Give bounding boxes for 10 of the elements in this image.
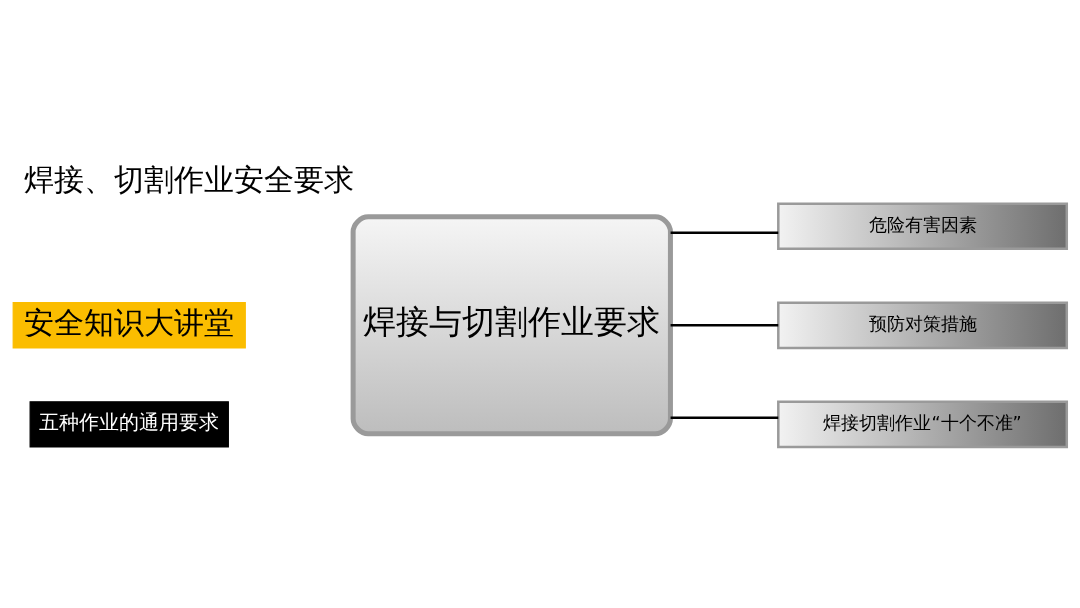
node-box: 焊接切割作业“十个不准” <box>777 400 1069 449</box>
node-box: 预防对策措施 <box>777 301 1069 350</box>
node-box: 焊接与切割作业要求 <box>350 214 673 437</box>
label: 五种作业的通用要求 <box>39 410 220 435</box>
diagram-title: 焊接、切割作业安全要求 <box>24 162 355 198</box>
label: 安全知识大讲堂 <box>24 305 235 341</box>
connector <box>670 416 779 420</box>
connector <box>670 324 779 327</box>
node-box: 危险有害因素 <box>777 202 1069 251</box>
connector <box>670 231 779 235</box>
